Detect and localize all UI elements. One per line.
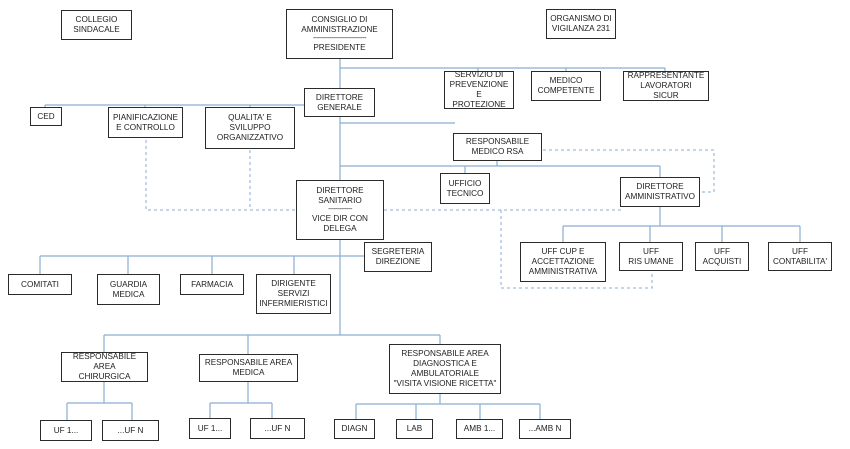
guardia-medica-box: GUARDIA MEDICA [97, 274, 160, 305]
uf1-medica-box: UF 1... [189, 418, 231, 439]
uff-cup-label: UFF CUP E ACCETTAZIONE AMMINISTRATIVA [528, 247, 598, 276]
ufn-medica-box: ...UF N [250, 418, 305, 439]
responsabile-medico-rsa-label: RESPONSABILE MEDICO RSA [465, 137, 530, 156]
collegio-sindacale-box: COLLEGIO SINDACALE [61, 10, 132, 40]
direttore-generale-label: DIRETTORE GENERALE [315, 92, 364, 112]
rappresentante-lavoratori-label: RAPPRESENTANTE LAVORATORI SICUR [627, 71, 705, 100]
responsabile-area-medica-box: RESPONSABILE AREA MEDICA [199, 354, 298, 382]
responsabile-area-chirurgica-box: RESPONSABILE AREA CHIRURGICA [61, 352, 148, 382]
rappresentante-lavoratori-box: RAPPRESENTANTE LAVORATORI SICUR [623, 71, 709, 101]
direttore-sanitario-label: DIRETTORE SANITARIO [316, 186, 364, 205]
amb1-box: AMB 1... [456, 419, 503, 439]
organismo-vigilanza-label: ORGANISMO DI VIGILANZA 231 [550, 14, 612, 33]
segreteria-direzione-label: SEGRETERIA DIREZIONE [371, 247, 425, 266]
collegio-sindacale-label: COLLEGIO SINDACALE [73, 15, 120, 34]
direttore-sanitario-separator: ------------- [328, 206, 352, 213]
lab-box: LAB [396, 419, 433, 439]
ced-box: CED [30, 107, 62, 126]
comitati-label: COMITATI [21, 279, 59, 289]
uff-contabilita-label: UFF CONTABILITA' [772, 246, 828, 266]
uff-risumane-box: UFF RIS UMANE [619, 242, 683, 271]
ufn-chirurgica-box: ...UF N [102, 420, 159, 441]
ufficio-tecnico-label: UFFICIO TECNICO [446, 178, 484, 198]
uff-cup-box: UFF CUP E ACCETTAZIONE AMMINISTRATIVA [520, 242, 606, 282]
responsabile-area-diagnostica-box: RESPONSABILE AREA DIAGNOSTICA E AMBULATO… [389, 344, 501, 394]
ambn-box: ...AMB N [519, 419, 571, 439]
qualita-sviluppo-label: QUALITA' E SVILUPPO ORGANIZZATIVO [216, 113, 284, 142]
qualita-sviluppo-box: QUALITA' E SVILUPPO ORGANIZZATIVO [205, 107, 295, 149]
uff-contabilita-box: UFF CONTABILITA' [768, 242, 832, 271]
uff-acquisti-box: UFF ACQUISTI [695, 242, 749, 271]
uf1-chirurgica-label: UF 1... [53, 425, 79, 435]
medico-competente-box: MEDICO COMPETENTE [531, 71, 601, 101]
direttore-amministrativo-box: DIRETTORE AMMINISTRATIVO [620, 177, 700, 207]
ufficio-tecnico-box: UFFICIO TECNICO [440, 173, 490, 204]
responsabile-area-diagnostica-label: RESPONSABILE AREA DIAGNOSTICA E AMBULATO… [393, 349, 497, 388]
lab-label: LAB [406, 424, 423, 433]
servizio-prevenzione-box: SERVIZIO DI PREVENZIONE E PROTEZIONE [444, 71, 514, 109]
consiglio-separator: ----------------------------- [312, 35, 367, 42]
responsabile-medico-rsa-box: RESPONSABILE MEDICO RSA [453, 133, 542, 161]
uff-acquisti-label: UFF ACQUISTI [702, 246, 742, 266]
ambn-label: ...AMB N [528, 424, 562, 433]
direttore-amministrativo-label: DIRETTORE AMMINISTRATIVO [625, 182, 695, 201]
amb1-label: AMB 1... [463, 424, 496, 433]
responsabile-area-medica-label: RESPONSABILE AREA MEDICA [204, 358, 293, 377]
comitati-box: COMITATI [8, 274, 72, 295]
pianificazione-controllo-box: PIANIFICAZIONE E CONTROLLO [108, 107, 183, 138]
consiglio-amministrazione-box: CONSIGLIO DI AMMINISTRAZIONE -----------… [286, 9, 393, 59]
ufn-chirurgica-label: ...UF N [117, 425, 144, 435]
direttore-generale-box: DIRETTORE GENERALE [304, 88, 375, 117]
guardia-medica-label: GUARDIA MEDICA [109, 279, 148, 299]
farmacia-label: FARMACIA [191, 279, 233, 289]
organismo-vigilanza-box: ORGANISMO DI VIGILANZA 231 [546, 9, 616, 39]
servizio-prevenzione-label: SERVIZIO DI PREVENZIONE E PROTEZIONE [449, 71, 509, 109]
uf1-medica-label: UF 1... [197, 423, 223, 433]
direttore-sanitario-box: DIRETTORE SANITARIO ------------- VICE D… [296, 180, 384, 240]
dirigente-infermieristici-label: DIRIGENTE SERVIZI INFERMIERISTICI [259, 279, 328, 308]
diagn-label: DIAGN [341, 424, 368, 433]
diagn-box: DIAGN [334, 419, 375, 439]
segreteria-direzione-box: SEGRETERIA DIREZIONE [364, 242, 432, 272]
ced-label: CED [37, 111, 55, 121]
medico-competente-label: MEDICO COMPETENTE [537, 76, 595, 95]
uf1-chirurgica-box: UF 1... [40, 420, 92, 441]
vice-dir-label: VICE DIR CON DELEGA [312, 214, 368, 233]
uff-risumane-label: UFF RIS UMANE [628, 246, 674, 266]
dirigente-infermieristici-box: DIRIGENTE SERVIZI INFERMIERISTICI [256, 274, 331, 314]
responsabile-area-chirurgica-label: RESPONSABILE AREA CHIRURGICA [72, 352, 137, 381]
ufn-medica-label: ...UF N [264, 423, 291, 433]
farmacia-box: FARMACIA [180, 274, 244, 295]
consiglio-label: CONSIGLIO DI AMMINISTRAZIONE [301, 15, 378, 34]
pianificazione-controllo-label: PIANIFICAZIONE E CONTROLLO [112, 112, 179, 132]
presidente-label: PRESIDENTE [313, 43, 366, 52]
